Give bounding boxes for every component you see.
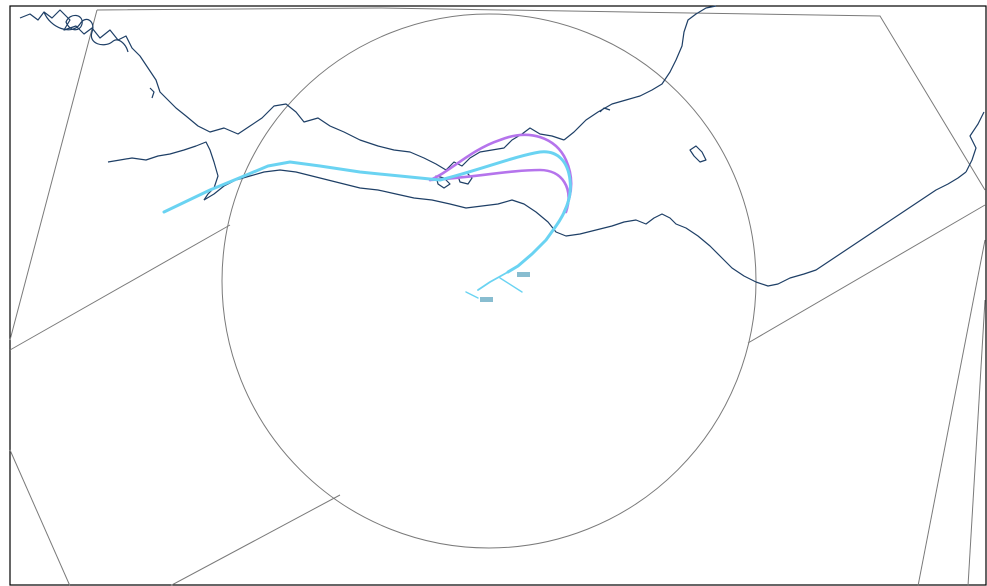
approach-track-inner-3	[465, 291, 479, 299]
coastline-southwest-peninsula	[203, 169, 967, 287]
sector-boundary-south	[169, 494, 341, 586]
coastline-far-east	[965, 111, 985, 173]
coastline-north-east	[563, 5, 717, 141]
runway-markers	[480, 272, 530, 302]
coastline-west-mainland	[107, 141, 219, 201]
sector-boundary-southwest	[9, 449, 71, 586]
approach-track-inner-2	[499, 277, 523, 293]
coastline-estuary-loop	[65, 14, 83, 31]
sector-boundary-east	[747, 204, 986, 344]
range-ring	[221, 13, 757, 549]
sector-boundaries	[9, 7, 986, 586]
coastline	[19, 5, 985, 287]
sector-boundary-west	[9, 224, 231, 351]
sector-boundary-southeast-2	[967, 299, 986, 586]
runway-marker-west[interactable]	[480, 297, 493, 302]
runway-marker-east[interactable]	[517, 272, 530, 277]
coastline-estuary	[19, 9, 565, 171]
sector-boundary-north	[96, 7, 986, 191]
coastline-inlet-1	[689, 145, 707, 163]
flight-tracks	[162, 133, 573, 299]
map-border	[9, 5, 987, 586]
coastline-inlet-4	[149, 87, 155, 99]
approach-track-inner-1	[477, 271, 509, 291]
sector-boundary-southeast-1	[917, 239, 986, 586]
primary-track	[162, 150, 572, 274]
coastline-estuary-inner	[43, 11, 129, 53]
coastline-inlet-5	[599, 107, 611, 113]
coastline-inlet-2	[435, 175, 451, 189]
alternate-track-lower	[428, 168, 570, 214]
sector-boundary-northwest	[9, 9, 98, 341]
